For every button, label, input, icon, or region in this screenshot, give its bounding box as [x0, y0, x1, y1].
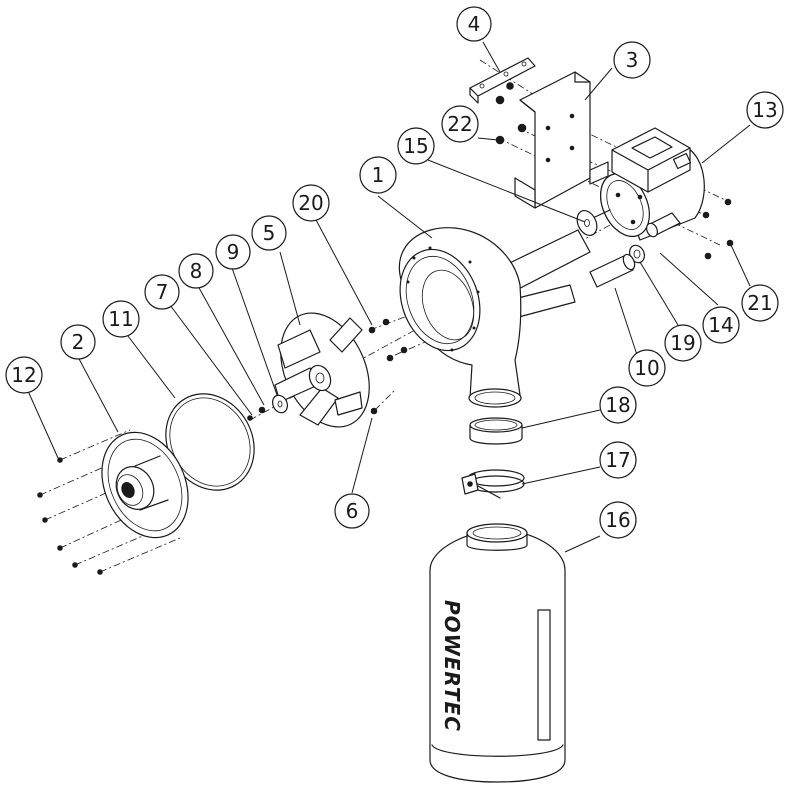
callout-21: 21 [741, 284, 779, 322]
svg-text:16: 16 [605, 508, 630, 532]
svg-text:1: 1 [372, 163, 385, 187]
callout-20: 20 [292, 184, 330, 222]
callout-13: 13 [746, 91, 784, 129]
callout-3: 3 [613, 41, 651, 79]
part-22-nuts [495, 82, 527, 145]
svg-text:17: 17 [605, 448, 630, 472]
part-21-screws [702, 198, 734, 260]
callout-5: 5 [251, 215, 287, 251]
callout-9: 9 [215, 234, 251, 270]
svg-text:6: 6 [346, 499, 359, 523]
svg-text:10: 10 [634, 356, 659, 380]
leader-lines [27, 41, 751, 553]
callout-22: 22 [441, 105, 479, 143]
svg-text:9: 9 [227, 240, 240, 264]
callout-15: 15 [397, 127, 435, 165]
svg-text:18: 18 [605, 393, 630, 417]
brand-logo: POWERTEC [440, 600, 464, 732]
svg-text:2: 2 [72, 330, 85, 354]
callout-4: 4 [456, 6, 492, 42]
svg-text:5: 5 [263, 221, 276, 245]
part-16-collection-drum: POWERTEC [429, 523, 566, 783]
svg-text:21: 21 [747, 291, 772, 315]
callout-12: 12 [5, 356, 43, 394]
svg-text:14: 14 [708, 313, 733, 337]
part-12-screws [37, 457, 103, 575]
part-6-screw [370, 407, 378, 415]
callout-16: 16 [599, 501, 637, 539]
svg-text:4: 4 [468, 12, 481, 36]
bracket-holes [545, 113, 575, 163]
callout-1: 1 [359, 156, 397, 194]
part-18-adapter-ring [469, 417, 523, 445]
callout-2: 2 [60, 324, 96, 360]
svg-text:13: 13 [752, 98, 777, 122]
callout-18: 18 [599, 386, 637, 424]
callout-14: 14 [702, 306, 740, 344]
svg-text:15: 15 [403, 134, 428, 158]
part-17-hose-clamp [461, 469, 525, 499]
part-2-inlet-cover [101, 431, 189, 539]
part-13-motor [594, 127, 705, 241]
svg-text:22: 22 [447, 112, 472, 136]
part-5-impeller [274, 312, 370, 428]
svg-text:3: 3 [626, 48, 639, 72]
svg-text:20: 20 [298, 191, 323, 215]
part-8-washer [258, 406, 266, 414]
callout-10: 10 [628, 349, 666, 387]
callout-8: 8 [178, 253, 214, 289]
part-1-blower-housing [398, 227, 591, 408]
callout-6: 6 [334, 493, 370, 529]
part-20-screws [368, 318, 408, 362]
part-10-sleeve [589, 253, 636, 288]
callout-7: 7 [144, 274, 180, 310]
part-3-motor-bracket [514, 71, 609, 209]
callout-17: 17 [599, 441, 637, 479]
svg-text:8: 8 [190, 259, 203, 283]
part-15-washer [576, 210, 598, 236]
svg-text:11: 11 [108, 307, 133, 331]
part-9-washer [272, 394, 288, 414]
brand-text: POWERTEC [440, 600, 464, 732]
callout-19: 19 [664, 324, 702, 362]
svg-text:12: 12 [11, 363, 36, 387]
svg-text:7: 7 [156, 280, 169, 304]
part-7-bolt [247, 415, 253, 421]
callout-11: 11 [102, 300, 140, 338]
part-4-mounting-strip [469, 57, 536, 104]
svg-text:19: 19 [670, 331, 695, 355]
